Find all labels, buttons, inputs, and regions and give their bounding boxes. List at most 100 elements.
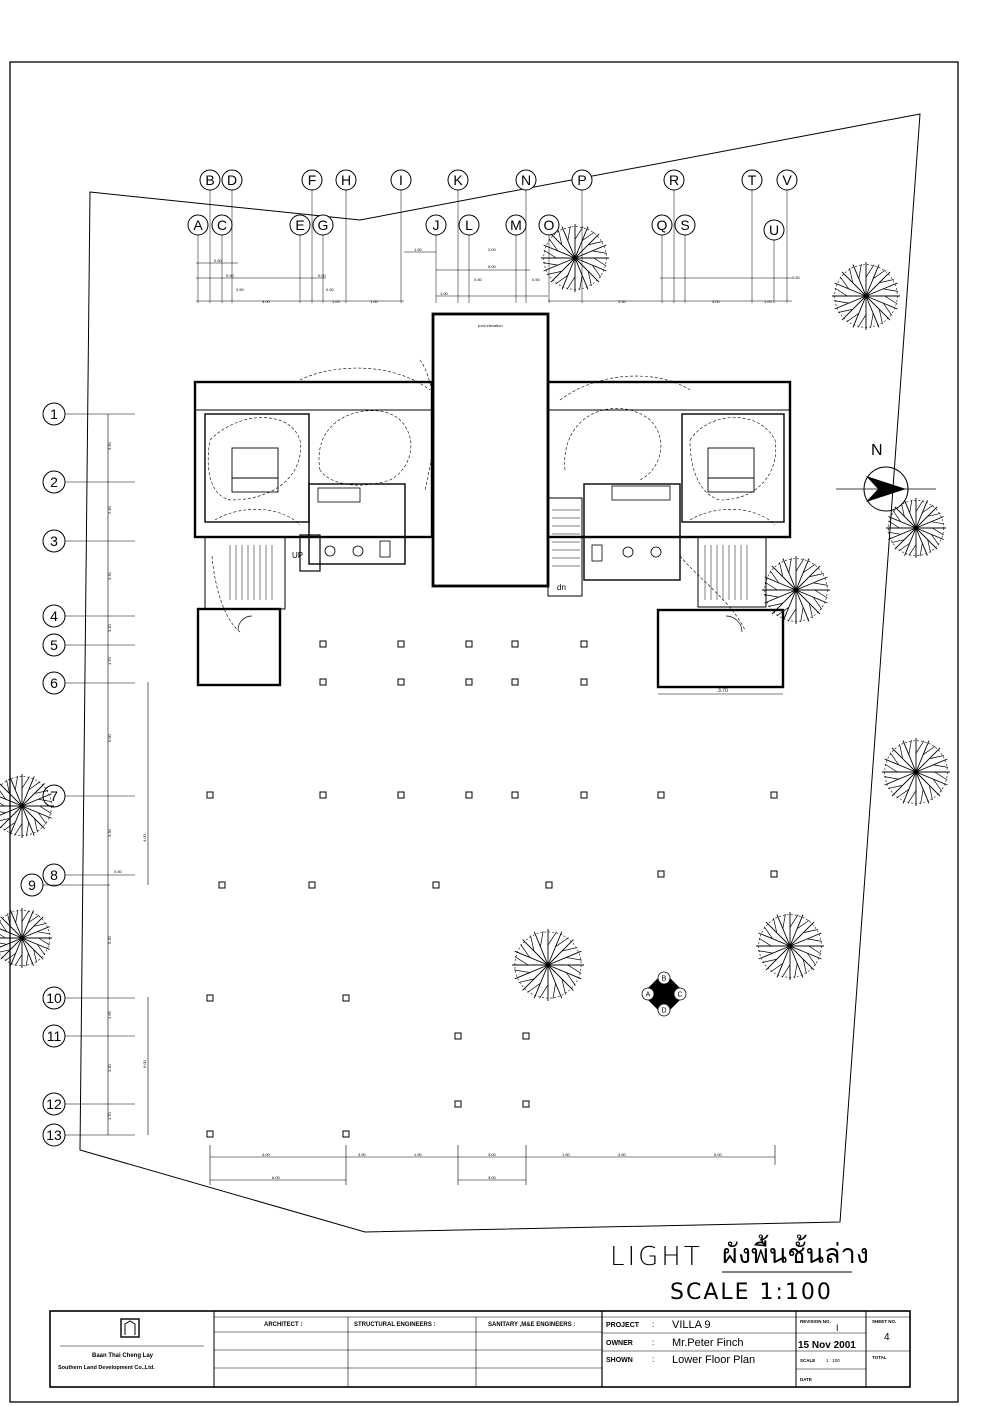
scale-label: SCALE — [800, 1358, 815, 1363]
grid-bubble-10: 10 — [42, 986, 135, 1010]
tree-symbol — [0, 908, 52, 968]
grid-bubble-7: 7 — [42, 784, 135, 808]
grid-bubble-h: H — [335, 169, 357, 303]
top-dimensions — [196, 251, 792, 302]
column-marker — [206, 1130, 214, 1138]
grid-bubble-e: E — [289, 214, 311, 303]
grid-bubble-11: 11 — [42, 1024, 135, 1048]
drawing-title-thai: ผังพื้นชั้นล่าง — [722, 1234, 869, 1270]
top-dim-b-4: 1.00 — [370, 299, 379, 304]
column-marker — [465, 640, 473, 648]
grid-letter-a: A — [193, 217, 203, 233]
column-marker — [465, 678, 473, 686]
grid-bubble-q: Q — [651, 214, 673, 303]
top-dim-a-2: 0.50 — [318, 273, 327, 278]
grid-bubble-s: S — [674, 214, 696, 303]
grid-number-2: 2 — [50, 474, 58, 490]
tree-symbol — [886, 498, 946, 558]
left-dim-4: 1.70 — [107, 656, 112, 665]
top-dim-a-3: 1.50 — [414, 247, 423, 252]
grid-letter-b: B — [205, 172, 214, 188]
left-dim-3: 3.10 — [107, 623, 112, 632]
column-marker — [465, 791, 473, 799]
grid-letter-j: J — [433, 217, 440, 233]
section-mark-d: D — [661, 1008, 666, 1015]
column-marker — [397, 791, 405, 799]
bottom-dim-a-0: 4.00 — [262, 1152, 271, 1157]
column-marker — [580, 640, 588, 648]
right-bed — [707, 447, 755, 479]
sanitary-label: SANITARY ,M&E ENGINEERS : — [488, 1322, 575, 1328]
grid-bubble-m: M — [505, 214, 527, 303]
tree-symbol — [512, 929, 584, 1001]
column-marker — [342, 994, 350, 1002]
column-marker — [397, 678, 405, 686]
title-block — [49, 1310, 911, 1388]
grid-number-3: 3 — [50, 533, 58, 549]
grid-number-7: 7 — [50, 788, 58, 804]
left-inner-dim-1: 6.00 — [142, 1059, 147, 1068]
column-marker — [580, 678, 588, 686]
column-marker — [770, 791, 778, 799]
column-marker — [206, 791, 214, 799]
grid-letter-n: N — [521, 172, 531, 188]
drawing-title-light: LIGHT — [610, 1242, 703, 1272]
left-dim-2: 3.30 — [107, 571, 112, 580]
grid-bubble-o: O — [538, 214, 560, 303]
grid-bubble-12: 12 — [42, 1092, 135, 1116]
column-marker — [218, 881, 226, 889]
date-label: DATE — [800, 1377, 812, 1382]
left-inner-dim-0: 4.00 — [142, 833, 147, 842]
grid-bubble-9: 9 — [20, 873, 110, 897]
grid-bubble-n: N — [515, 169, 537, 303]
grid-bubble-k: K — [447, 169, 469, 303]
bottom-dim-a-4: 1.50 — [562, 1152, 571, 1157]
left-dim-0: 3.50 — [107, 441, 112, 450]
top-dim-b-5: 1.00 — [440, 291, 449, 296]
tree-symbol — [762, 556, 830, 624]
left-dim-8: 5.30 — [107, 935, 112, 944]
total-label: TOTAL — [872, 1355, 887, 1360]
grid-bubble-i: I — [390, 169, 412, 303]
grid-letter-u: U — [769, 222, 779, 238]
north-label: N — [871, 442, 883, 459]
grid-letter-h: H — [341, 172, 351, 188]
building — [193, 312, 792, 695]
grid-bubble-5: 5 — [42, 633, 135, 657]
right-stair-left — [547, 497, 583, 597]
grid-letter-i: I — [399, 172, 403, 188]
left-bathroom — [308, 483, 406, 565]
section-mark-a: A — [646, 992, 651, 999]
grid-bubble-8: 8 — [42, 863, 135, 887]
title-block-text: Baan Thai Cheng Lay Southern Land Develo… — [58, 1319, 896, 1382]
tree-symbol — [0, 774, 54, 838]
column-marker — [206, 994, 214, 1002]
column-marker — [432, 881, 440, 889]
top-dim-b-1: 3.00 — [262, 299, 271, 304]
column-marker — [342, 1130, 350, 1138]
left-dim-10: 3.30 — [107, 1063, 112, 1072]
grid-letter-f: F — [308, 172, 317, 188]
left-bed — [231, 447, 279, 479]
grid-letter-e: E — [295, 217, 304, 233]
column-marker — [454, 1032, 462, 1040]
grid-number-11: 11 — [47, 1028, 62, 1044]
grid-bubble-l: L — [458, 214, 480, 303]
right-wing-outline — [546, 380, 792, 539]
grid-letter-r: R — [669, 172, 679, 188]
left-dim-1: 2.40 — [107, 505, 112, 514]
bottom-dim-a-1: 3.50 — [358, 1152, 367, 1157]
top-dim-b-2: 1.00 — [332, 299, 341, 304]
grid-letter-o: O — [544, 217, 555, 233]
tree-symbol — [832, 262, 900, 330]
project-value: VILLA 9 — [672, 1319, 711, 1331]
column-marker — [308, 881, 316, 889]
grid-number-5: 5 — [50, 637, 58, 653]
trees-group — [0, 224, 950, 1001]
right-bedroom — [681, 413, 785, 523]
left-store — [196, 607, 282, 687]
left-dim-5: 5.00 — [107, 733, 112, 742]
column-marker — [522, 1100, 530, 1108]
